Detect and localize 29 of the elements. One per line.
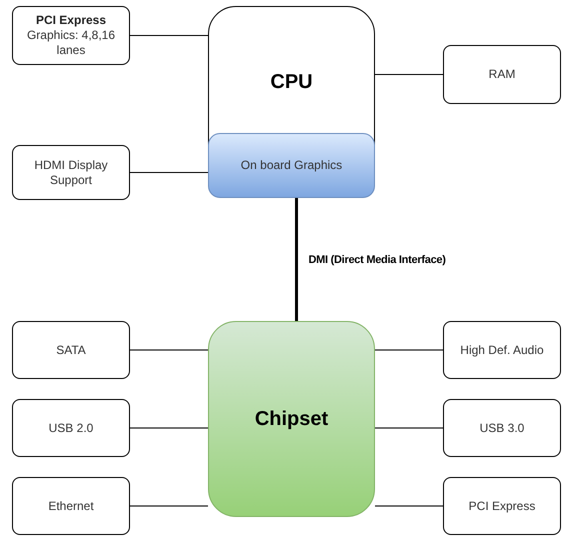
box-label: Chipset [254, 407, 328, 432]
graphics-box [208, 133, 375, 198]
component-box [12, 477, 130, 535]
box-label: USB 3.0 [480, 420, 524, 436]
component-box [443, 399, 561, 457]
box-label: On board Graphics [240, 158, 342, 173]
component-box [443, 321, 561, 379]
component-box [443, 45, 561, 104]
component-box [12, 399, 130, 457]
box-label: CPU [270, 70, 313, 95]
cpu-box [208, 6, 375, 198]
box-label: Ethernet [48, 498, 94, 514]
box-label: USB 2.0 [48, 420, 94, 436]
box-label: High Def. Audio [460, 342, 544, 358]
box-label: RAM [488, 67, 516, 82]
component-box [12, 145, 130, 200]
component-box [12, 6, 130, 65]
component-box [12, 321, 130, 379]
connector-line [374, 74, 444, 75]
box-label: PCI Express [468, 498, 536, 514]
connector-line [130, 35, 208, 36]
connector-line [130, 172, 208, 173]
box-label: Graphics: 4,8,16 lanes [26, 28, 116, 58]
chipset-box [208, 321, 375, 517]
box-heading: PCI Express [36, 13, 106, 28]
component-box [443, 477, 561, 535]
box-label: HDMI Display Support [33, 158, 109, 188]
connector-line [295, 198, 298, 321]
box-label: SATA [56, 342, 86, 358]
